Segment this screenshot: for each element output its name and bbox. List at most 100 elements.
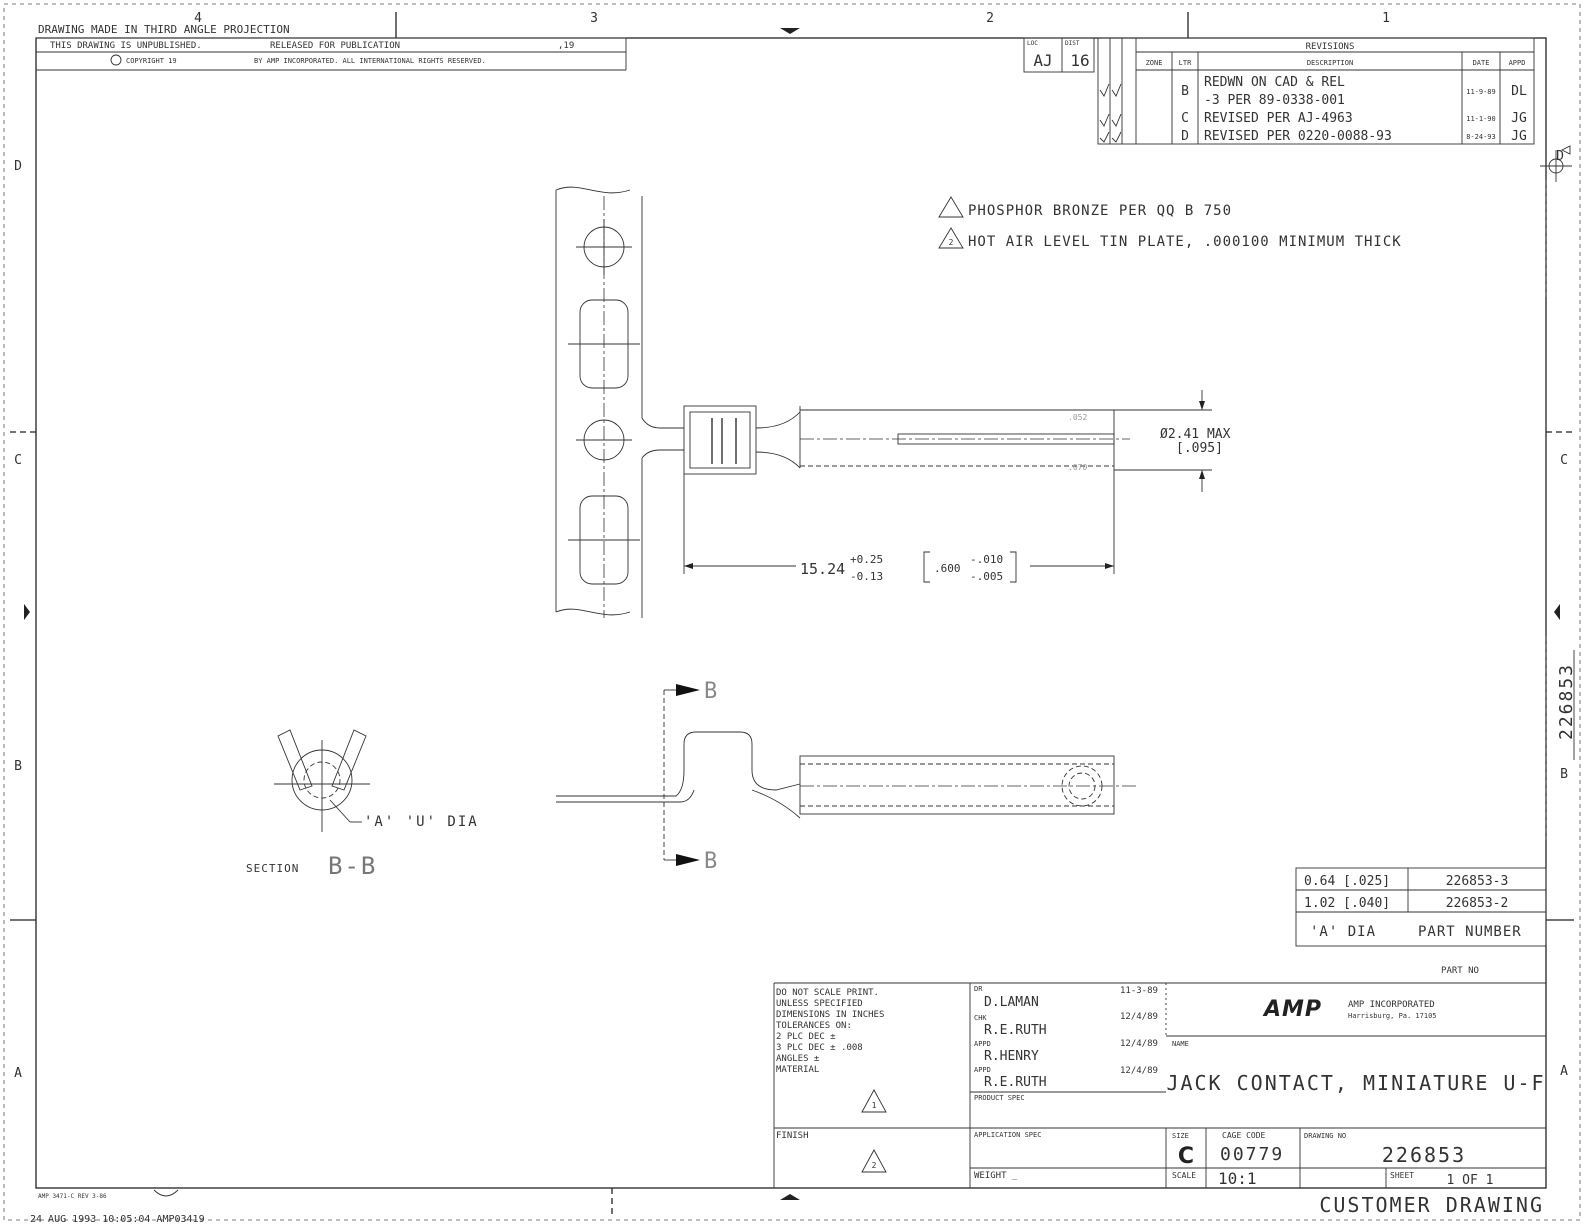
tol-line-5: 2 PLC DEC ± <box>776 1032 836 1042</box>
tol-line-2: UNLESS SPECIFIED <box>776 999 863 1009</box>
right-side-strip: 226853 <box>1545 180 1577 840</box>
flag-2-icon <box>938 227 964 249</box>
dist-value: 16 <box>1070 51 1089 70</box>
length-inch-plus: -.010 <box>970 553 1003 566</box>
company-city: Harrisburg, Pa. 17105 <box>1348 1012 1437 1020</box>
rev-row-d-desc: REVISED PER 0220-0088-93 <box>1204 129 1392 144</box>
length-inch-minus: -.005 <box>970 570 1003 583</box>
copyright-icon <box>110 54 122 66</box>
section-name: B-B <box>328 852 377 880</box>
length-tol-minus: -0.13 <box>850 570 883 583</box>
tol-line-4: TOLERANCES ON: <box>776 1021 852 1031</box>
rev-checkmarks <box>1099 83 1122 143</box>
projection-note: DRAWING MADE IN THIRD ANGLE PROJECTION <box>38 23 290 36</box>
size-value: C <box>1178 1144 1194 1169</box>
zone-right-C: C <box>1560 453 1568 468</box>
dist-label: DIST <box>1065 40 1080 47</box>
rev-row-c-date: 11-1-90 <box>1466 115 1496 123</box>
center-marks <box>24 28 1560 1200</box>
zone-left-D: D <box>14 159 22 174</box>
material-label: MATERIAL <box>776 1065 819 1075</box>
zone-top-1: 1 <box>1382 11 1390 26</box>
customer-drawing: CUSTOMER DRAWING <box>1319 1193 1544 1217</box>
flag-1-icon <box>938 196 964 218</box>
finish-flag-icon <box>861 1149 887 1173</box>
dia-inch-dim: [.095] <box>1176 441 1223 456</box>
rev-row-c-appd: JG <box>1511 111 1527 126</box>
tol-line-3: DIMENSIONS IN INCHES <box>776 1010 884 1020</box>
scale-label: SCALE <box>1172 1171 1196 1180</box>
part-head-dia: 'A' DIA <box>1310 924 1376 940</box>
loc-value: AJ <box>1033 51 1052 70</box>
zone-top-3: 3 <box>590 11 598 26</box>
zone-right-A: A <box>1560 1064 1568 1079</box>
material-flag-icon <box>861 1089 887 1113</box>
part-row-2-dia: 1.02 [.040] <box>1304 896 1390 911</box>
note-1: PHOSPHOR BRONZE PER QQ B 750 <box>968 203 1232 219</box>
name-label: NAME <box>1172 1040 1189 1048</box>
appd2-label: APPD <box>974 1066 991 1074</box>
appd2-date: 12/4/89 <box>1120 1066 1158 1076</box>
revisions-block: LOC DIST AJ 16 REVISIONS ZONE LTR DESCRI… <box>1023 37 1535 145</box>
loc-label: LOC <box>1027 40 1038 47</box>
rev-row-b-desc1: REDWN ON CAD & REL <box>1204 75 1345 90</box>
rights-note: BY AMP INCORPORATED. ALL INTERNATIONAL R… <box>254 57 486 65</box>
dr-label: DR <box>974 985 983 993</box>
appd1-date: 12/4/89 <box>1120 1039 1158 1049</box>
part-no-label: PART NO <box>1441 966 1479 976</box>
section-callout-top: B <box>704 679 719 704</box>
part-row-3-part: 226853-3 <box>1446 874 1509 889</box>
chk-label: CHK <box>974 1014 987 1022</box>
cage-label: CAGE CODE <box>1222 1131 1266 1140</box>
zone-left-B: B <box>14 759 22 774</box>
rev-row-c-desc: REVISED PER AJ-4963 <box>1204 111 1353 126</box>
cage-value: 00779 <box>1220 1144 1284 1165</box>
rev-head-ltr: LTR <box>1179 59 1192 67</box>
rev-row-b-date: 11-9-89 <box>1466 88 1496 96</box>
released-note: RELEASED FOR PUBLICATION <box>270 41 400 51</box>
weight-label: WEIGHT _ <box>974 1171 1018 1181</box>
rev-head-appd: APPD <box>1509 59 1526 67</box>
print-stamp: 24 AUG 1993 10:05:04 AMP03419 <box>30 1214 205 1224</box>
length-inch-dim: .600 <box>934 562 961 575</box>
rev-head-date: DATE <box>1473 59 1490 67</box>
tol-line-6: 3 PLC DEC ± .008 <box>776 1043 863 1053</box>
form-number: AMP 3471-C REV 3-86 <box>38 1193 107 1200</box>
tol-line-7: ANGLES ± <box>776 1054 820 1064</box>
material-flag-number: 1 <box>872 1101 877 1110</box>
section-callout-bottom: B <box>704 849 719 874</box>
note-2: HOT AIR LEVEL TIN PLATE, .000100 MINIMUM… <box>968 234 1402 250</box>
length-tol-plus: +0.25 <box>850 553 883 566</box>
sheet-label: SHEET <box>1390 1171 1414 1180</box>
finish-label: FINISH <box>776 1131 809 1141</box>
amp-logo: AMP <box>1262 997 1322 1022</box>
rev-head-zone: ZONE <box>1146 59 1163 67</box>
rev-row-b-appd: DL <box>1511 84 1527 99</box>
section-label: SECTION <box>246 862 299 875</box>
footer-arc <box>153 1189 179 1197</box>
flag-2-number: 2 <box>949 238 954 247</box>
part-head-part: PART NUMBER <box>1418 924 1522 940</box>
company-name: AMP INCORPORATED <box>1348 1000 1435 1010</box>
zone-left-C: C <box>14 453 22 468</box>
section-b-b-view: 'A' 'U' DIA SECTION B-B <box>246 729 477 880</box>
part-number-table: 0.64 [.025] 226853-3 1.02 [.040] 226853-… <box>1295 867 1547 976</box>
zone-left-A: A <box>14 1066 22 1081</box>
rev-row-d-date: 8-24-93 <box>1466 133 1496 141</box>
rev-row-b-ltr: B <box>1181 84 1189 99</box>
zone-ticks <box>10 12 1574 1216</box>
revisions-title: REVISIONS <box>1306 42 1355 52</box>
title-block: DO NOT SCALE PRINT. UNLESS SPECIFIED DIM… <box>773 982 1546 1217</box>
part-row-3-dia: 0.64 [.025] <box>1304 874 1390 889</box>
zone-top-4: 4 <box>194 11 202 26</box>
hidden-dim-top: .052 <box>1068 413 1087 422</box>
application-spec-label: APPLICATION SPEC <box>974 1131 1041 1139</box>
finish-flag-number: 2 <box>872 1161 877 1170</box>
dr-date: 11-3-89 <box>1120 986 1158 996</box>
appd1-name: R.HENRY <box>984 1049 1039 1064</box>
rev-head-desc: DESCRIPTION <box>1307 59 1353 67</box>
side-drawing-number: 226853 <box>1556 663 1577 740</box>
zone-top-2: 2 <box>986 11 994 26</box>
part-row-2-part: 226853-2 <box>1446 896 1509 911</box>
appd1-label: APPD <box>974 1040 991 1048</box>
